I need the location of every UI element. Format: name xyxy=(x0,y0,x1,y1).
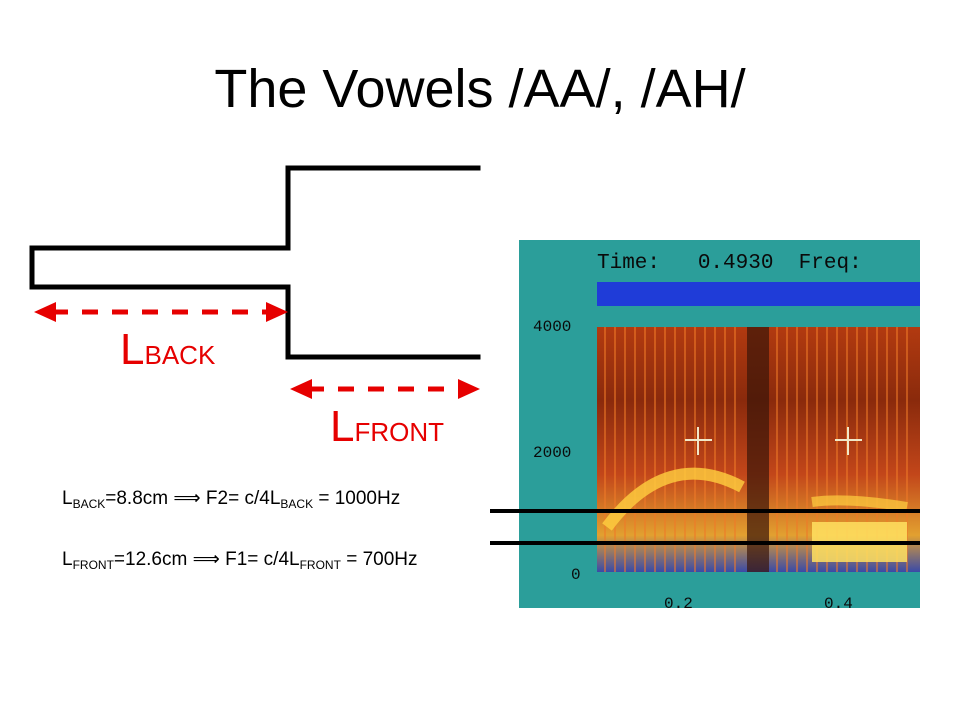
l-back-label: LBACK xyxy=(120,325,216,374)
spectrogram-info-bar xyxy=(597,282,920,306)
y-tick-4000: 4000 xyxy=(533,318,572,336)
l-front-label: LFRONT xyxy=(330,402,445,451)
equation-front: LFRONT=12.6cm ⟹ F1= c/4LFRONT = 700Hz xyxy=(62,549,418,572)
implies-arrow: ⟹ xyxy=(173,488,201,509)
x-tick-0-2: 0.2 xyxy=(664,595,693,608)
slide-title: The Vowels /AA/, /AH/ xyxy=(214,59,746,119)
tube-back-upper-wall xyxy=(29,165,481,251)
equation-back: LBACK=8.8cm ⟹ F2= c/4LBACK = 1000Hz xyxy=(62,488,401,511)
tube-back-lower-wall xyxy=(29,284,481,360)
y-tick-0: 0 xyxy=(571,566,581,584)
x-tick-0-4: 0.4 xyxy=(824,595,853,608)
l-front-arrow xyxy=(290,379,480,399)
spectrogram-header: Time: 0.4930 Freq: xyxy=(597,252,862,275)
l-back-arrow xyxy=(34,302,288,322)
y-tick-2000: 2000 xyxy=(533,444,572,462)
implies-arrow: ⟹ xyxy=(192,549,220,570)
spectrogram: Time: 0.4930 Freq: xyxy=(519,240,920,608)
